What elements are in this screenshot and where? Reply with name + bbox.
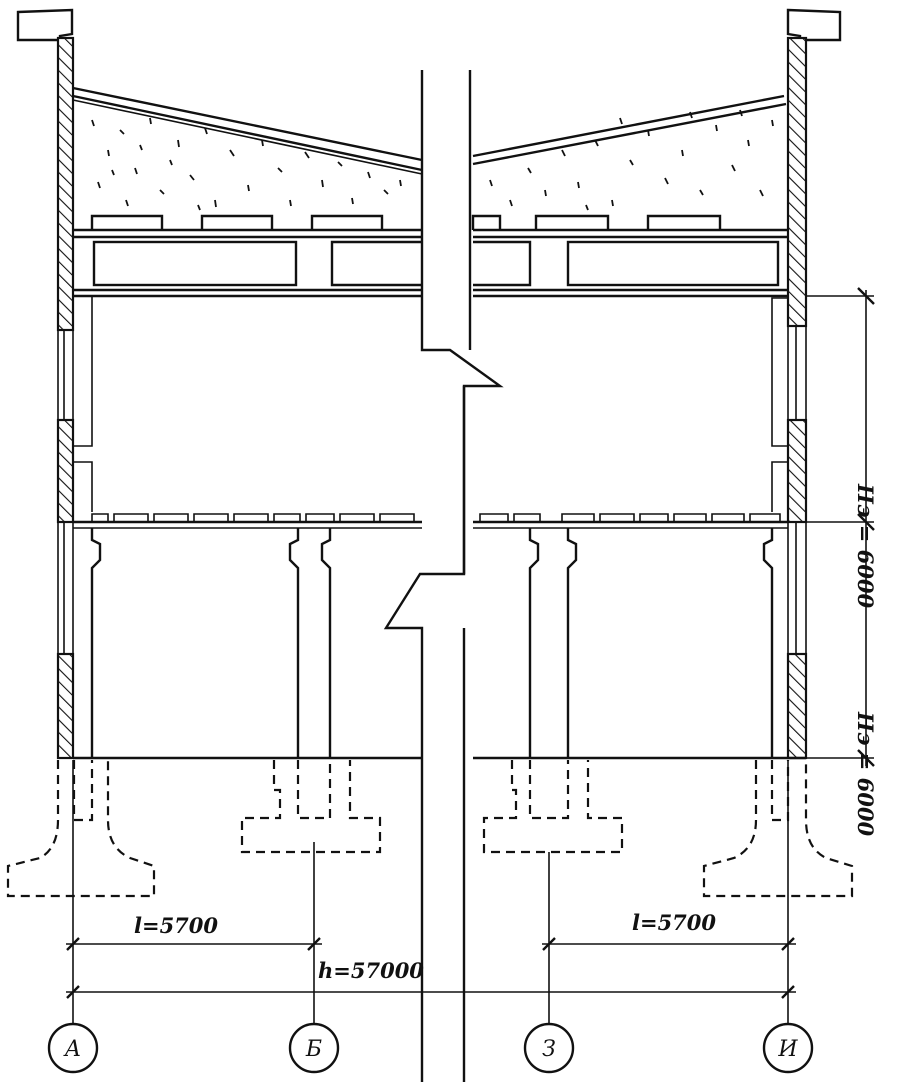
span-left-label: l=5700 [134,913,218,938]
column-b-foundation [240,760,382,854]
axis-label-i: И [777,1037,798,1062]
roof-truss [73,228,788,298]
dimension-floor-height [806,287,875,767]
axis-lines [72,760,789,1024]
left-exterior-wall [56,36,93,760]
roof-insulation-right [489,109,774,211]
interfloor-slab [73,513,788,758]
dimension-total [66,985,796,999]
axis-label-z: З [542,1037,556,1062]
roof-insulation-left [91,117,402,211]
axis-marker-a: А [47,1022,99,1074]
right-wall-foundation [702,760,854,898]
roof-slab-ribs [90,214,722,230]
axis-marker-i: И [762,1022,814,1074]
floor-height-lower-label: Нэ = 6000 [853,711,878,836]
span-right-label: l=5700 [632,910,716,935]
right-parapet-cap [786,8,842,42]
axis-marker-z: З [523,1022,575,1074]
axis-label-b: Б [305,1037,322,1062]
axis-marker-b: Б [288,1022,340,1074]
dimension-span-right [542,937,796,951]
column-z-foundation [482,760,624,854]
roof-left [72,86,423,175]
floor-height-upper-label: Нэ = 6000 [853,483,878,608]
axis-label-a: А [63,1037,82,1062]
left-wall-foundation [6,760,156,898]
dimension-span-left [66,937,322,951]
roof-right [472,94,787,166]
right-exterior-wall [771,36,808,760]
break-line [383,70,504,1082]
left-parapet-cap [16,8,74,42]
total-length-label: h=57000 [318,958,424,983]
